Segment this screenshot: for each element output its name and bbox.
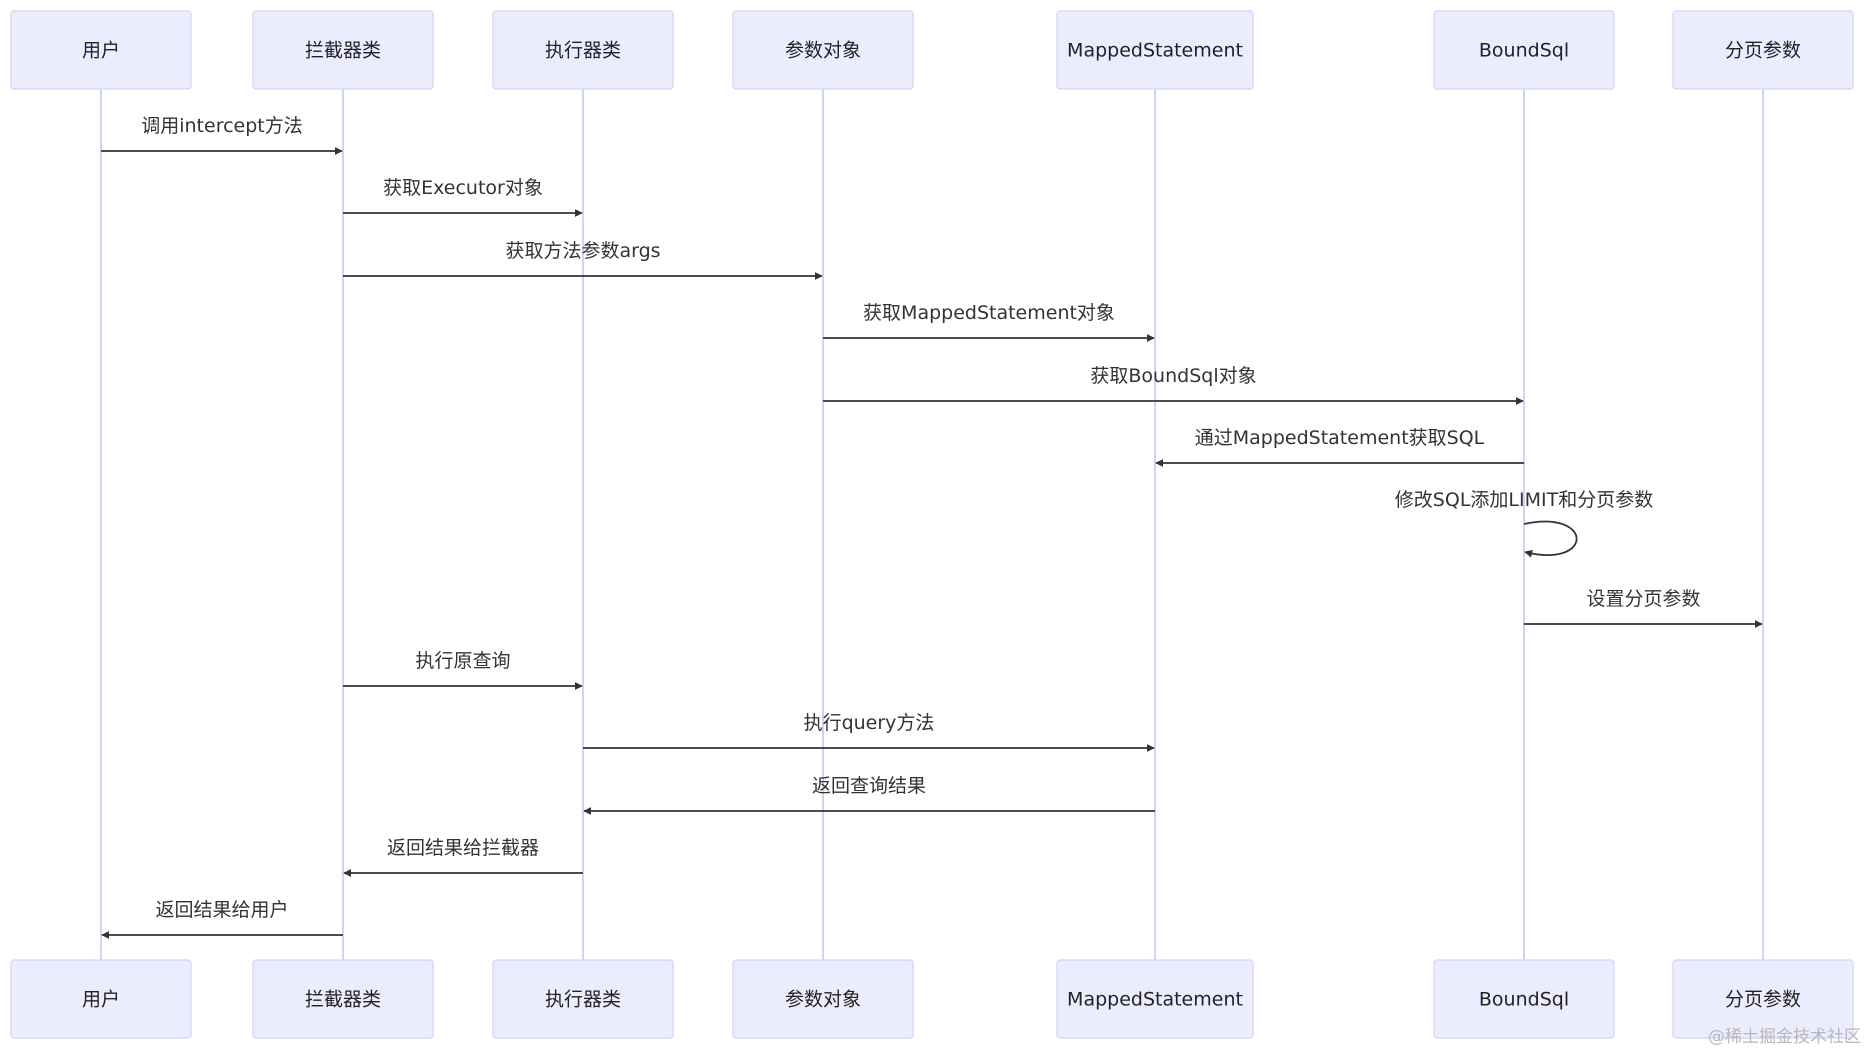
message-6: 通过MappedStatement获取SQL xyxy=(1155,427,1524,467)
actor-box-boundsql-top xyxy=(1433,10,1615,90)
actor-label-mapped-top: MappedStatement xyxy=(1067,40,1243,62)
message-label-5: 获取BoundSql对象 xyxy=(1090,365,1256,387)
actor-label-paging-bottom: 分页参数 xyxy=(1725,989,1801,1011)
actors-bottom-row: 用户 拦截器类 执行器类 参数对象 MappedStatement BoundSql 分页参… xyxy=(10,959,1854,1039)
actor-label-executor-bottom: 执行器类 xyxy=(545,989,621,1011)
actor-box-params-top xyxy=(732,10,914,90)
message-label-1: 调用intercept方法 xyxy=(141,115,303,137)
message-11: 返回查询结果 xyxy=(583,775,1155,815)
message-5: 获取BoundSql对象 xyxy=(823,365,1524,405)
message-1: 调用intercept方法 xyxy=(101,115,343,155)
actor-label-params-top: 参数对象 xyxy=(785,40,861,62)
message-label-12: 返回结果给拦截器 xyxy=(387,837,539,859)
actor-label-interceptor-bottom: 拦截器类 xyxy=(305,989,381,1011)
actor-label-user-top: 用户 xyxy=(82,40,120,62)
actor-label-interceptor-top: 拦截器类 xyxy=(305,40,381,62)
actor-box-mapped-top xyxy=(1056,10,1254,90)
message-12: 返回结果给拦截器 xyxy=(343,837,583,877)
message-label-11: 返回查询结果 xyxy=(812,775,926,797)
actor-label-executor-top: 执行器类 xyxy=(545,40,621,62)
message-10: 执行query方法 xyxy=(583,712,1155,752)
message-8: 设置分页参数 xyxy=(1524,588,1763,628)
actor-label-boundsql-top: BoundSql xyxy=(1479,40,1569,62)
actor-label-paging-top: 分页参数 xyxy=(1725,40,1801,62)
actor-box-mapped-bottom xyxy=(1056,959,1254,1039)
actors-top-row: 用户 拦截器类 执行器类 参数对象 MappedStatement BoundSql 分页参… xyxy=(10,10,1854,90)
message-label-6: 通过MappedStatement获取SQL xyxy=(1195,427,1485,449)
message-13: 返回结果给用户 xyxy=(101,899,343,939)
watermark-text: @稀土掘金技术社区 xyxy=(1708,1027,1861,1047)
actor-box-params-bottom xyxy=(732,959,914,1039)
actor-box-paging-top xyxy=(1672,10,1854,90)
message-label-9: 执行原查询 xyxy=(415,650,510,672)
actor-label-params-bottom: 参数对象 xyxy=(785,989,861,1011)
message-arrow-7 xyxy=(1523,520,1578,558)
actor-label-boundsql-bottom: BoundSql xyxy=(1479,989,1569,1011)
message-2: 获取Executor对象 xyxy=(343,177,583,217)
actor-label-mapped-bottom: MappedStatement xyxy=(1067,989,1243,1011)
message-9: 执行原查询 xyxy=(343,650,583,690)
actor-box-executor-top xyxy=(492,10,674,90)
message-4: 获取MappedStatement对象 xyxy=(823,302,1155,342)
actor-box-paging-bottom xyxy=(1672,959,1854,1039)
lifelines xyxy=(100,89,1764,960)
message-label-10: 执行query方法 xyxy=(804,712,935,734)
actor-box-interceptor-bottom xyxy=(252,959,434,1039)
message-label-13: 返回结果给用户 xyxy=(155,899,288,921)
message-label-8: 设置分页参数 xyxy=(1586,588,1700,610)
actor-box-executor-bottom xyxy=(492,959,674,1039)
message-7: 修改SQL添加LIMIT和分页参数 xyxy=(1395,489,1653,558)
actor-box-interceptor-top xyxy=(252,10,434,90)
message-label-7: 修改SQL添加LIMIT和分页参数 xyxy=(1395,489,1653,511)
actor-box-boundsql-bottom xyxy=(1433,959,1615,1039)
message-label-3: 获取方法参数args xyxy=(505,240,660,262)
message-label-4: 获取MappedStatement对象 xyxy=(863,302,1115,324)
actor-box-user-top xyxy=(10,10,192,90)
actor-box-user-bottom xyxy=(10,959,192,1039)
actor-label-user-bottom: 用户 xyxy=(82,989,120,1011)
message-label-2: 获取Executor对象 xyxy=(383,177,543,199)
message-3: 获取方法参数args xyxy=(343,240,823,280)
